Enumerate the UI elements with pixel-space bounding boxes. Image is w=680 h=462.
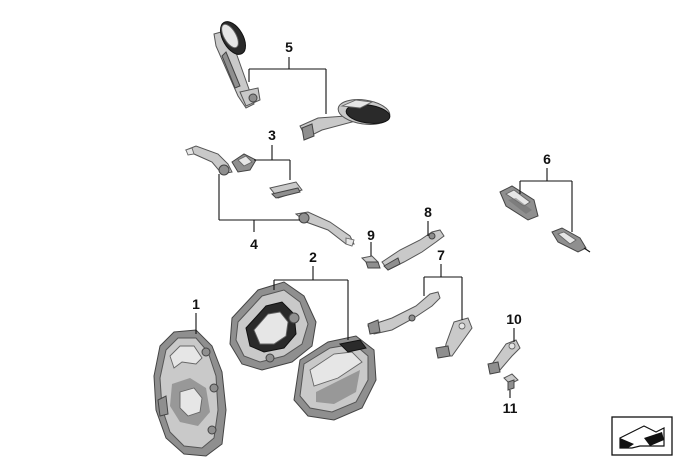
footrest-bracket-left-part[interactable] bbox=[367, 291, 441, 335]
footrest-left-part[interactable] bbox=[499, 185, 539, 221]
bolt-part[interactable] bbox=[360, 255, 381, 269]
cylinder-cover-part[interactable] bbox=[293, 335, 377, 421]
callout-4-leader bbox=[218, 174, 300, 232]
footrest-bracket-upper-part[interactable] bbox=[381, 229, 445, 271]
valve-cover-part[interactable] bbox=[229, 281, 317, 371]
callout-10[interactable]: 10 bbox=[506, 311, 522, 327]
folder-arrow-icon bbox=[611, 416, 673, 456]
callout-11[interactable]: 11 bbox=[503, 400, 518, 416]
callout-2[interactable]: 2 bbox=[309, 249, 317, 265]
side-cover-part[interactable] bbox=[153, 329, 227, 457]
footrest-right-part[interactable] bbox=[551, 227, 591, 253]
callout-1[interactable]: 1 bbox=[192, 296, 200, 312]
brake-lever-part[interactable] bbox=[294, 211, 355, 247]
callout-5[interactable]: 5 bbox=[285, 39, 293, 55]
mirror-left-part[interactable] bbox=[213, 17, 261, 109]
callout-7-leader bbox=[423, 264, 463, 320]
reservoir-cover-part[interactable] bbox=[269, 181, 303, 199]
callout-9[interactable]: 9 bbox=[367, 227, 375, 243]
callout-4[interactable]: 4 bbox=[250, 236, 258, 252]
callout-5-leader bbox=[248, 57, 327, 114]
footrest-bracket-right-part[interactable] bbox=[435, 317, 473, 359]
footrest-hanger-part[interactable] bbox=[487, 339, 521, 375]
callout-7[interactable]: 7 bbox=[437, 247, 445, 263]
lever-cap-part[interactable] bbox=[231, 153, 257, 173]
callout-6[interactable]: 6 bbox=[543, 151, 551, 167]
callout-3-leader bbox=[254, 145, 291, 180]
callout-8[interactable]: 8 bbox=[424, 204, 432, 220]
callout-3[interactable]: 3 bbox=[268, 127, 276, 143]
clutch-lever-part[interactable] bbox=[184, 145, 233, 176]
callout-6-leader bbox=[519, 168, 573, 232]
mirror-right-part[interactable] bbox=[299, 96, 391, 141]
callout-2-leader bbox=[273, 266, 349, 340]
screw-part[interactable] bbox=[503, 373, 519, 391]
